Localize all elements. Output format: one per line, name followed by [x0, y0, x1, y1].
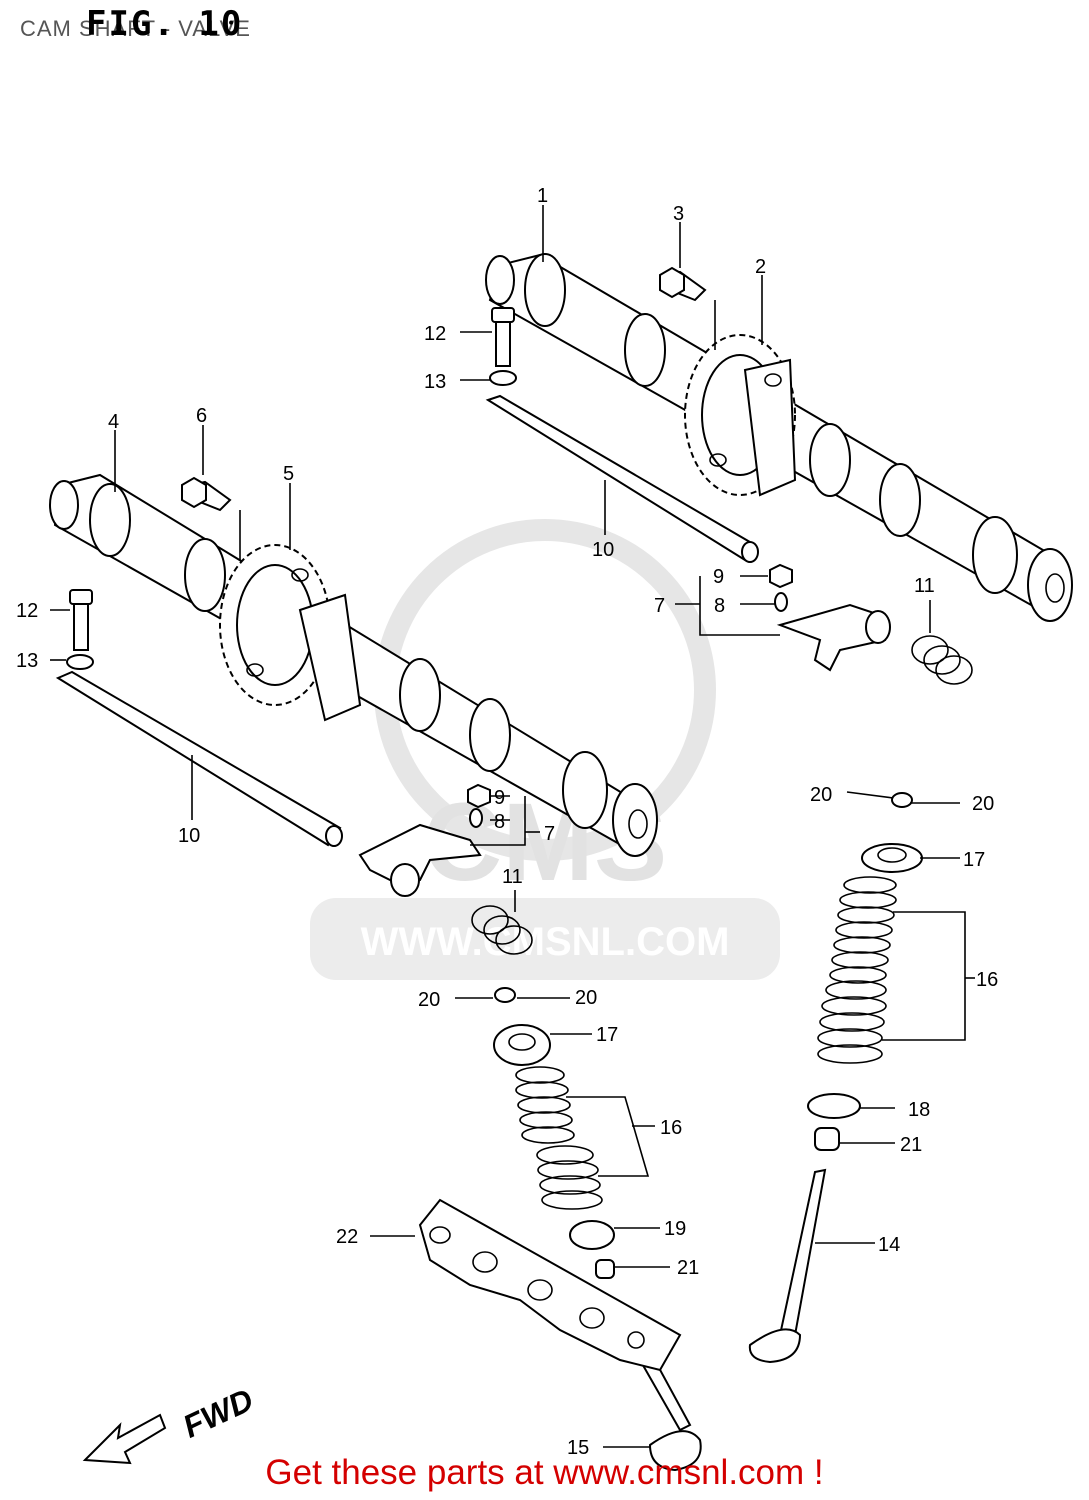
label-20-a: 20	[810, 784, 832, 806]
footer-link-text[interactable]: Get these parts at www.cmsnl.com !	[265, 1453, 824, 1492]
figure-number: FIG. 10	[86, 4, 244, 44]
label-12-lower: 12	[16, 600, 38, 622]
rocker-spring-lower	[471, 905, 533, 955]
label-7-upper: 7	[654, 595, 665, 617]
label-22: 22	[336, 1226, 358, 1248]
fwd-direction-indicator: FWD	[82, 1381, 259, 1465]
label-8-lower: 8	[494, 811, 505, 833]
label-21-left: 21	[677, 1257, 699, 1279]
bolt-12-upper	[489, 307, 517, 386]
rocker-arm-upper	[769, 563, 891, 672]
label-16-right: 16	[976, 969, 998, 991]
label-5: 5	[283, 463, 294, 485]
label-17-right: 17	[963, 849, 985, 871]
label-9-lower: 9	[494, 787, 505, 809]
label-3: 3	[673, 203, 684, 225]
label-13-lower: 13	[16, 650, 38, 672]
label-9-upper: 9	[713, 566, 724, 588]
label-15: 15	[567, 1437, 589, 1459]
leader-lines	[50, 205, 975, 1448]
part-number-labels: 1 2 3 4 5 6 7 7 8 8 9 9 10 10 11 11 12 1…	[16, 185, 998, 1459]
cam-sprocket-upper	[684, 334, 797, 497]
rocker-spring-upper	[911, 635, 973, 685]
label-13-upper: 13	[424, 371, 446, 393]
label-2: 2	[755, 256, 766, 278]
label-20-b: 20	[972, 793, 994, 815]
label-11-upper: 11	[914, 575, 935, 597]
label-20-c: 20	[418, 989, 440, 1011]
fwd-label: FWD	[177, 1381, 258, 1444]
cam-sprocket-lower	[219, 544, 362, 722]
label-4: 4	[108, 411, 119, 433]
label-20-d: 20	[575, 987, 597, 1009]
sprocket-bolt-upper	[659, 266, 707, 302]
valve-assembly-right	[748, 792, 923, 1364]
label-16-left: 16	[660, 1117, 682, 1139]
label-1: 1	[537, 185, 548, 207]
bolt-12-lower	[66, 589, 94, 670]
label-12-upper: 12	[424, 323, 446, 345]
label-11-lower: 11	[502, 866, 523, 888]
label-19: 19	[664, 1218, 686, 1240]
sprocket-bolt-lower	[181, 476, 232, 512]
label-7-lower: 7	[544, 823, 555, 845]
rocker-arm-lower	[358, 783, 491, 897]
label-21-right: 21	[900, 1134, 922, 1156]
label-10-lower: 10	[178, 825, 200, 847]
page-title: CAM SHAFT - VALVE	[20, 16, 251, 41]
label-6: 6	[196, 405, 207, 427]
label-14: 14	[878, 1234, 900, 1256]
label-17-left: 17	[596, 1024, 618, 1046]
watermark-url: WWW.CMSNL.COM	[361, 920, 730, 964]
label-8-upper: 8	[714, 595, 725, 617]
label-10-upper: 10	[592, 539, 614, 561]
label-18: 18	[908, 1099, 930, 1121]
